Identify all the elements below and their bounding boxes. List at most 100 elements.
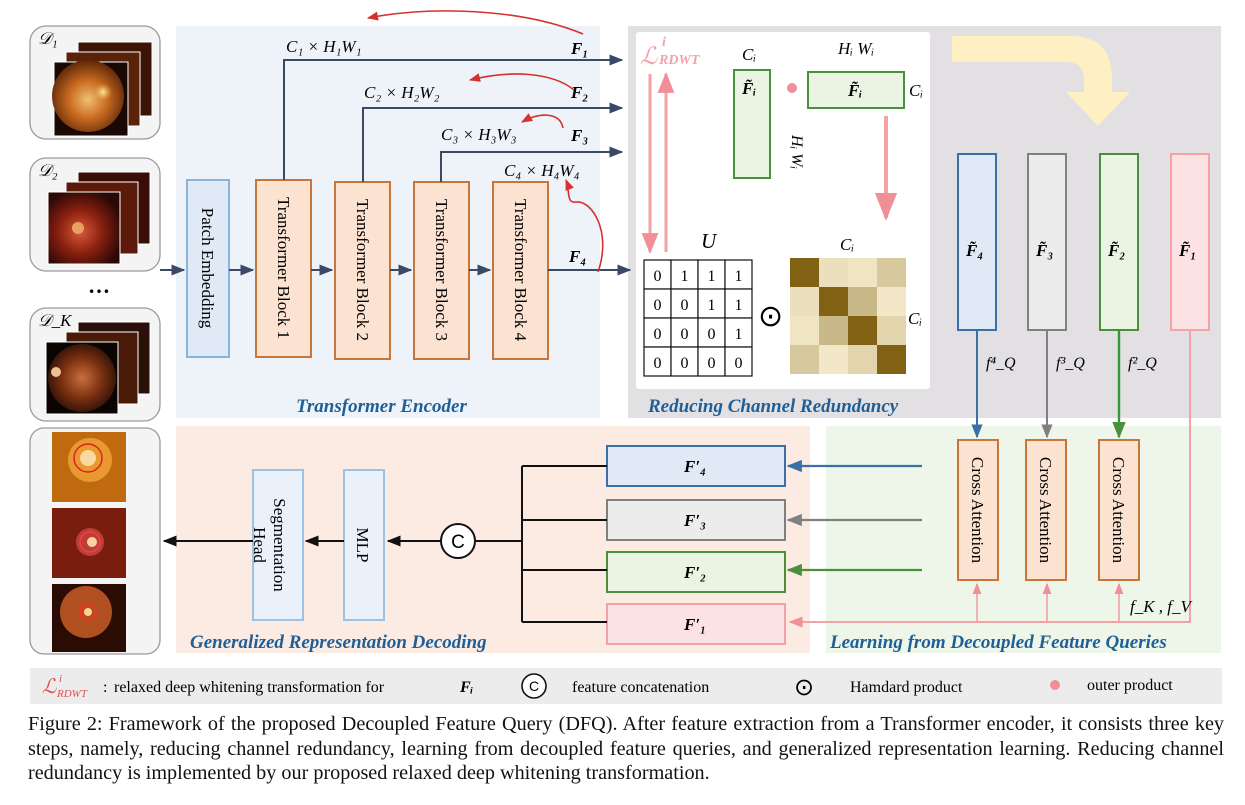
seg-head-line1: Segmentation — [270, 498, 289, 592]
fprime-box-4-label: F′₄ — [683, 457, 706, 476]
dataset-ellipsis: … — [88, 273, 110, 298]
feature-label-4: F₄ — [568, 247, 586, 266]
query-label-4: f⁴_Q — [986, 355, 1016, 372]
patch-embedding-label: Patch Embedding — [198, 208, 217, 329]
u-matrix-value: 0 — [708, 355, 716, 372]
u-matrix-value: 1 — [735, 268, 743, 285]
u-matrix-value: 1 — [681, 268, 689, 285]
fundus-stack-k — [45, 321, 151, 415]
loss-arrow-3 — [521, 113, 564, 129]
u-matrix-value: 1 — [735, 297, 743, 314]
u-matrix-value: 0 — [654, 268, 662, 285]
feature-size-2: C₂ × H₂W₂ — [364, 83, 440, 102]
u-matrix-cell — [697, 288, 726, 319]
legend-bar — [30, 668, 1222, 704]
encoder-title: Transformer Encoder — [296, 396, 467, 417]
cross-attention-3-label: Cross Attention — [1109, 457, 1128, 564]
svg-text:Fᵢ: Fᵢ — [459, 679, 474, 696]
heatmap-cell — [877, 316, 906, 345]
heatmap-cell — [848, 287, 877, 316]
seg-head-line2: Head — [250, 527, 269, 563]
mlp-label: MLP — [353, 528, 372, 563]
ftilde-block-3-label: F̃₃ — [1035, 241, 1053, 260]
heatmap-cell — [877, 345, 906, 374]
heatmap-ci-right: Cᵢ — [908, 309, 922, 328]
transformer-block-3 — [413, 181, 470, 360]
correlation-heatmap — [790, 258, 906, 374]
transformer-block-1-label: Transformer Block 1 — [274, 197, 293, 339]
heatmap-cell — [877, 258, 906, 287]
fprime-box-1-label: F′₁ — [683, 615, 706, 634]
heatmap-cell — [819, 287, 848, 316]
segmentation-head-label: SegmentationHead — [250, 498, 289, 592]
u-matrix-value: 1 — [735, 326, 743, 343]
heatmap-ci-top: Cᵢ — [840, 235, 854, 254]
output-image-2 — [52, 508, 126, 578]
dataset-label-2: 𝒟₂ — [38, 161, 58, 180]
u-matrix-value: 1 — [708, 297, 716, 314]
heatmap-cell — [790, 287, 819, 316]
cross-attention-1 — [957, 439, 999, 581]
transformer-block-4 — [492, 181, 549, 360]
u-matrix-value: 0 — [708, 326, 716, 343]
u-matrix-value: 0 — [735, 355, 743, 372]
legend-rdwt: ℒ i RDWT : relaxed deep whitening transf… — [42, 673, 474, 700]
figure-caption: Figure 2: Framework of the proposed Deco… — [28, 713, 1224, 784]
heatmap-cell — [790, 258, 819, 287]
kv-label: f_K , f_V — [1130, 597, 1194, 616]
ftilde-block-1-label: F̃₁ — [1178, 241, 1196, 260]
u-matrix-cell — [724, 259, 753, 290]
heatmap-cell — [819, 258, 848, 287]
u-matrix-value: 0 — [654, 355, 662, 372]
concat-symbol: C — [451, 532, 465, 553]
fprime-box-3-label: F′₃ — [683, 511, 706, 530]
segmentation-head-box — [252, 469, 304, 621]
u-matrix-value: 0 — [681, 326, 689, 343]
outer-product-dot — [787, 83, 797, 93]
feature-label-3: F₃ — [570, 126, 588, 145]
svg-text:RDWT: RDWT — [56, 688, 88, 700]
cross-attention-1-label: Cross Attention — [968, 457, 987, 564]
hadamard-symbol: ⊙ — [758, 299, 783, 334]
legend-concat-c: C — [529, 678, 539, 694]
output-image-3 — [52, 584, 126, 652]
heatmap-cell — [848, 316, 877, 345]
ftilde-vertical-label: F̃ᵢ — [741, 79, 756, 98]
legend-outer-dot — [1050, 680, 1060, 690]
transformer-block-4-label: Transformer Block 4 — [511, 199, 530, 341]
heatmap-cell — [877, 287, 906, 316]
ftilde-horizontal — [807, 71, 905, 109]
legend-concat-text: feature concatenation — [572, 679, 709, 696]
u-matrix-cell — [670, 346, 699, 377]
rdwt-hiwi-top: Hᵢ Wᵢ — [837, 39, 874, 58]
cross-attention-3 — [1098, 439, 1140, 581]
queries-title: Learning from Decoupled Feature Queries — [829, 632, 1167, 653]
ftilde-horizontal-label: F̃ᵢ — [847, 81, 862, 100]
heatmap-cell — [790, 345, 819, 374]
feature-line-1 — [283, 54, 624, 180]
transformer-block-2 — [334, 181, 391, 360]
cross-attention-2 — [1025, 439, 1067, 581]
fundus-stack-1 — [52, 41, 153, 137]
rdwt-loss-label: ℒ i RDWT — [640, 35, 701, 70]
fprime-box-4 — [606, 445, 786, 487]
fprime-box-3 — [606, 499, 786, 541]
u-matrix-cell — [724, 346, 753, 377]
legend-hadamard-text: Hamdard product — [850, 679, 963, 696]
fprime-box-2-label: F′₂ — [683, 563, 706, 582]
ftilde-block-2 — [1099, 153, 1139, 331]
heatmap-cell — [790, 316, 819, 345]
loss-arrow-2 — [468, 73, 575, 91]
u-matrix-value: 0 — [681, 297, 689, 314]
ftilde-block-4-label: F̃₄ — [965, 241, 983, 260]
fprime-box-1 — [606, 603, 786, 645]
heatmap-cell — [848, 258, 877, 287]
u-matrix-value: 1 — [708, 268, 716, 285]
queries-panel — [826, 426, 1221, 653]
loss-arrow-1 — [366, 10, 584, 35]
heatmap-cell — [848, 345, 877, 374]
dataset-label-k: 𝒟_K — [38, 311, 73, 330]
rdwt-hiwi-vertical: Hᵢ Wᵢ — [788, 134, 805, 169]
